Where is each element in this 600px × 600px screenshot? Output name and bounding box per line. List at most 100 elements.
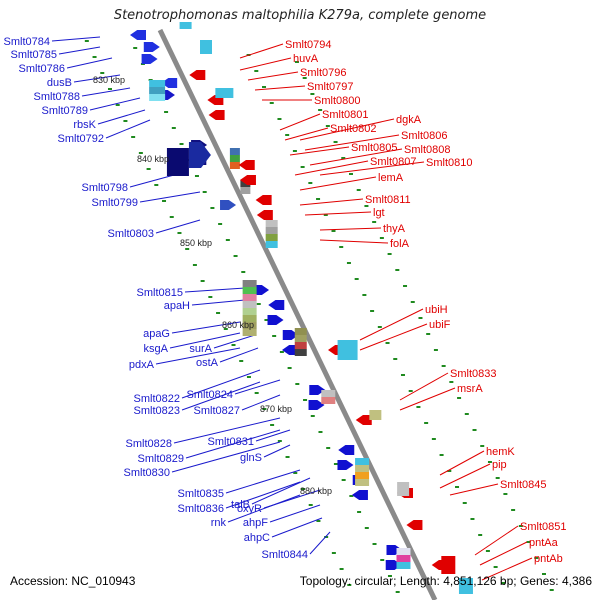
tick-dot xyxy=(511,509,516,511)
tick-dot xyxy=(194,175,199,177)
gene-block xyxy=(265,227,278,234)
tick-dot xyxy=(385,342,390,344)
leader-line xyxy=(105,119,151,139)
tick-dot xyxy=(426,333,431,335)
left-gene-label: Smlt0844 xyxy=(262,549,308,561)
tick-dot xyxy=(318,109,323,111)
right-gene-label: Smlt0805 xyxy=(351,142,397,154)
gene-block xyxy=(321,390,336,397)
tick-dot xyxy=(210,207,215,209)
leader-line xyxy=(171,321,241,334)
right-gene-label: lgt xyxy=(373,207,385,219)
left-gene-label: ahpC xyxy=(244,532,270,544)
tick-dot xyxy=(310,93,315,95)
leader-line xyxy=(263,444,291,458)
leader-line xyxy=(239,57,292,71)
gene-block xyxy=(229,162,240,169)
left-gene-label: surA xyxy=(189,343,212,355)
leader-line xyxy=(439,450,485,476)
gene-block xyxy=(265,234,278,241)
leader-line xyxy=(225,481,301,509)
gene-block xyxy=(242,322,257,329)
leader-line xyxy=(184,287,246,293)
tick-dot xyxy=(487,461,492,463)
right-gene-label: Smlt0802 xyxy=(330,123,376,135)
tick-dot xyxy=(495,477,500,479)
right-gene-label: dgkA xyxy=(396,114,422,126)
gene-block xyxy=(294,335,307,342)
gene-arrow xyxy=(161,78,178,88)
tick-dot xyxy=(377,326,382,328)
right-gene-label: Smlt0833 xyxy=(450,368,496,380)
gene-block xyxy=(355,465,370,472)
tick-dot xyxy=(254,70,259,72)
leader-line xyxy=(299,118,395,141)
tick-dot xyxy=(310,415,315,417)
tick-dot xyxy=(325,125,330,127)
tick-dot xyxy=(316,520,321,522)
tick-dot xyxy=(254,392,259,394)
left-gene-label: Smlt0829 xyxy=(138,453,184,465)
left-gene-label: apaH xyxy=(164,300,190,312)
tick-dot xyxy=(457,397,462,399)
gene-block xyxy=(355,458,370,465)
right-gene-label: Smlt0796 xyxy=(300,67,346,79)
leader-line xyxy=(479,541,528,566)
gene-block xyxy=(355,479,370,486)
right-gene-label: Smlt0811 xyxy=(365,194,411,206)
tick-dot xyxy=(177,232,182,234)
kbp-label: 840 kbp xyxy=(137,154,169,164)
left-gene-label: Smlt0836 xyxy=(178,503,224,515)
leader-line xyxy=(97,109,146,125)
tick-dot xyxy=(200,280,205,282)
leader-line xyxy=(255,429,291,442)
leader-line xyxy=(474,525,519,556)
tick-dot xyxy=(449,381,454,383)
accession-text: Accession: NC_010943 xyxy=(10,574,136,588)
tick-dot xyxy=(133,47,138,49)
tick-dot xyxy=(341,157,346,159)
tick-dot xyxy=(279,351,284,353)
leader-line xyxy=(294,160,369,176)
kbp-label: 870 kbp xyxy=(260,404,292,414)
leader-line xyxy=(271,517,323,538)
leader-line xyxy=(213,334,256,349)
tick-dot xyxy=(393,358,398,360)
tick-dot xyxy=(326,447,331,449)
leader-line xyxy=(309,148,403,166)
tick-dot xyxy=(526,541,531,543)
left-gene-label: Smlt0799 xyxy=(92,197,138,209)
left-gene-label: rnk xyxy=(211,517,227,529)
kbp-label: 850 kbp xyxy=(180,238,212,248)
tick-dot xyxy=(346,262,351,264)
gene-block xyxy=(265,220,278,227)
gene-block xyxy=(397,482,410,496)
left-gene-label: Smlt0828 xyxy=(126,438,172,450)
right-gene-label: lemA xyxy=(378,172,404,184)
gene-arrow xyxy=(256,210,273,220)
right-gene-label: Smlt0801 xyxy=(322,109,368,121)
tick-dot xyxy=(403,285,408,287)
leader-line xyxy=(319,161,425,176)
leader-line xyxy=(304,211,372,216)
tick-dot xyxy=(447,470,452,472)
right-gene-label: pntAa xyxy=(529,537,559,549)
tick-dot xyxy=(107,88,112,90)
tick-dot xyxy=(192,264,197,266)
tick-dot xyxy=(339,568,344,570)
right-gene-label: Smlt0810 xyxy=(426,157,472,169)
tick-dot xyxy=(472,429,477,431)
tick-dot xyxy=(462,502,467,504)
tick-dot xyxy=(292,150,297,152)
tick-dot xyxy=(162,200,167,202)
leader-line xyxy=(359,308,424,341)
left-gene-label: Smlt0827 xyxy=(194,405,240,417)
leader-line xyxy=(399,372,449,401)
gene-block xyxy=(294,328,307,335)
tick-dot xyxy=(323,214,328,216)
leader-line xyxy=(309,531,331,555)
tick-dot xyxy=(534,557,539,559)
leader-line xyxy=(219,347,259,363)
leader-line xyxy=(185,429,281,459)
